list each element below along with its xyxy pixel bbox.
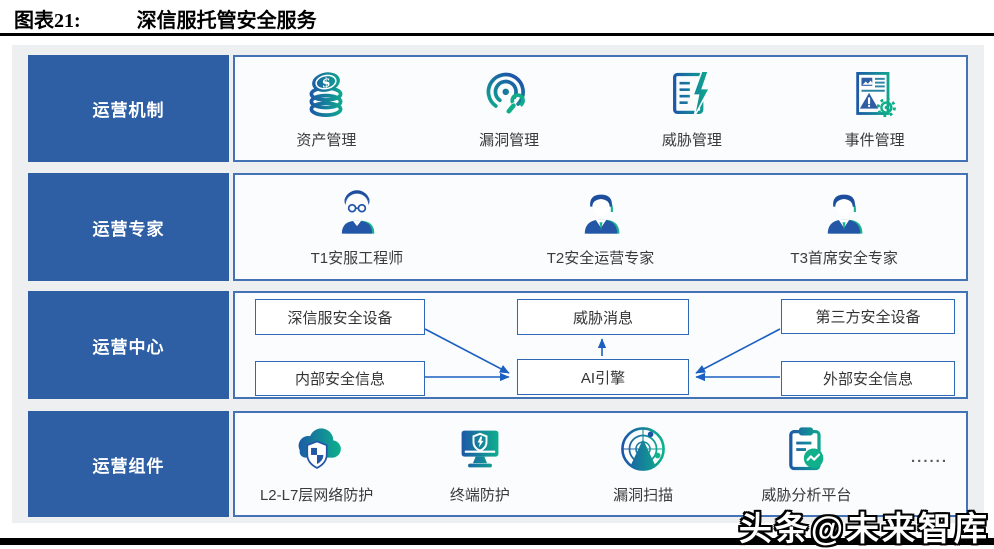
item-label: 漏洞管理: [479, 131, 540, 149]
watermark: 头条@未来智库: [738, 510, 990, 547]
coins-icon: $: [309, 71, 343, 117]
item-asset-management: $ 资产管理: [235, 68, 418, 150]
row-content-experts: T1安服工程师 T2安全运营专家: [233, 173, 968, 281]
monitor-shield-icon: [461, 430, 499, 468]
item-label: 漏洞扫描: [613, 487, 674, 504]
item-event-management: 事件管理: [783, 68, 966, 150]
item-label: 事件管理: [844, 131, 905, 149]
item-endpoint-protection: 终端防护: [398, 423, 561, 505]
clipboard-chart-icon: [789, 427, 824, 471]
item-t3-expert: T3首席安全专家: [722, 186, 966, 268]
diagram-panel: 运营机制 $: [12, 45, 984, 523]
item-label: 终端防护: [449, 487, 510, 504]
item-label: 威胁分析平台: [761, 487, 852, 504]
item-vulnerability-management: 漏洞管理: [418, 68, 601, 150]
item-label: 资产管理: [296, 131, 357, 149]
item-threat-management: 威胁管理: [601, 68, 784, 150]
row-operation-experts: 运营专家: [12, 173, 984, 281]
item-label: T3首席安全专家: [790, 250, 898, 267]
row-content-mechanism: $ 资产管理: [233, 55, 968, 162]
doc-alert-gear-icon: [855, 71, 896, 117]
item-label: T1安服工程师: [310, 250, 404, 267]
radar-scan-icon: [621, 427, 666, 471]
ellipsis-more: ......: [910, 449, 948, 466]
row-content-center: 深信服安全设备 内部安全信息 威胁消息 AI引擎 第三方安全设备 外部安全信息: [233, 291, 968, 399]
item-label: 威胁管理: [661, 131, 722, 149]
figure-number: 图表21:: [14, 10, 81, 32]
item-vulnerability-scan: 漏洞扫描: [562, 423, 725, 505]
doc-lightning-icon: [672, 69, 711, 117]
top-rule: [0, 33, 994, 36]
row-operation-center: 运营中心 深信服安全设备 内部安全信息 威胁消息 AI引擎 第三方安全设备 外部…: [12, 291, 984, 399]
flow-arrows: [424, 328, 781, 382]
flow-node-external-info: 外部安全信息: [781, 361, 955, 396]
flow-node-sangfor-device: 深信服安全设备: [255, 299, 425, 335]
person-suit-icon: [584, 194, 619, 234]
person-cap-icon: [341, 190, 375, 234]
bottom-rule: [0, 538, 994, 545]
flow-node-third-party-device: 第三方安全设备: [781, 299, 955, 334]
row-operation-components: 运营组件: [12, 411, 984, 517]
cloud-shield-icon: [298, 428, 341, 469]
item-network-protection: L2-L7层网络防护: [235, 423, 398, 505]
item-threat-analysis-platform: 威胁分析平台: [725, 423, 888, 505]
item-label: L2-L7层网络防护: [259, 487, 374, 504]
item-label: T2安全运营专家: [546, 250, 655, 267]
flow-node-internal-info: 内部安全信息: [255, 361, 425, 396]
flow-node-ai-engine: AI引擎: [517, 359, 689, 395]
row-operation-mechanism: 运营机制 $: [12, 55, 984, 162]
item-t1-engineer: T1安服工程师: [235, 186, 479, 268]
row-label-mechanism: 运营机制: [28, 55, 229, 162]
figure-name: 深信服托管安全服务: [136, 10, 317, 32]
svg-text:$: $: [321, 75, 333, 92]
row-label-experts: 运营专家: [28, 173, 229, 281]
flow-node-threat-message: 威胁消息: [517, 299, 689, 335]
row-label-center: 运营中心: [28, 291, 229, 399]
radar-wrench-icon: [486, 72, 526, 114]
item-t2-expert: T2安全运营专家: [479, 186, 723, 268]
person-suit-icon: [827, 194, 863, 234]
row-label-components: 运营组件: [28, 411, 229, 517]
figure-title: 图表21: 深信服托管安全服务: [14, 4, 317, 33]
row-content-components: L2-L7层网络防护 终端防护: [233, 411, 968, 517]
